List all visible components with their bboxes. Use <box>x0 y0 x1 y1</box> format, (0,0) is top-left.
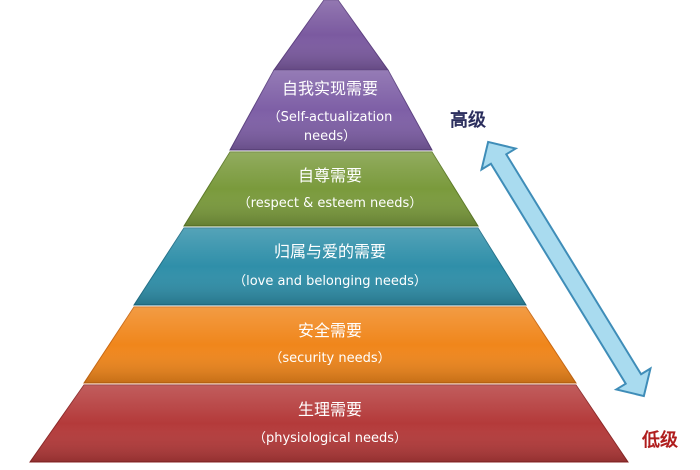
double-headed-arrow-icon <box>480 140 652 398</box>
low-level-label: 低级 <box>641 429 679 451</box>
self-actualization-subtitle-line1: （Self-actualization <box>268 110 393 125</box>
pyramid-level-esteem: 自尊需要 （respect & esteem needs） <box>183 151 479 227</box>
high-level-label: 高级 <box>450 109 487 131</box>
pyramid-level-self-actualization: 自我实现需要 （Self-actualization needs） <box>229 69 433 151</box>
pyramid-level-top <box>273 0 389 71</box>
self-actualization-subtitle-line2: needs） <box>304 129 356 144</box>
esteem-subtitle: （respect & esteem needs） <box>238 196 423 211</box>
security-title: 安全需要 <box>298 321 362 340</box>
pyramid-level-love: 归属与爱的需要 （love and belonging needs） <box>133 227 527 306</box>
physiological-subtitle: （physiological needs） <box>253 431 407 446</box>
pyramid-level-security: 安全需要 （security needs） <box>83 306 577 384</box>
love-title: 归属与爱的需要 <box>274 242 386 261</box>
self-actualization-title: 自我实现需要 <box>282 79 378 98</box>
love-subtitle: （love and belonging needs） <box>233 274 427 289</box>
pyramid-level-physiological: 生理需要 （physiological needs） <box>29 384 629 463</box>
physiological-title: 生理需要 <box>298 400 362 419</box>
security-subtitle: （security needs） <box>269 351 390 366</box>
esteem-title: 自尊需要 <box>298 166 362 185</box>
